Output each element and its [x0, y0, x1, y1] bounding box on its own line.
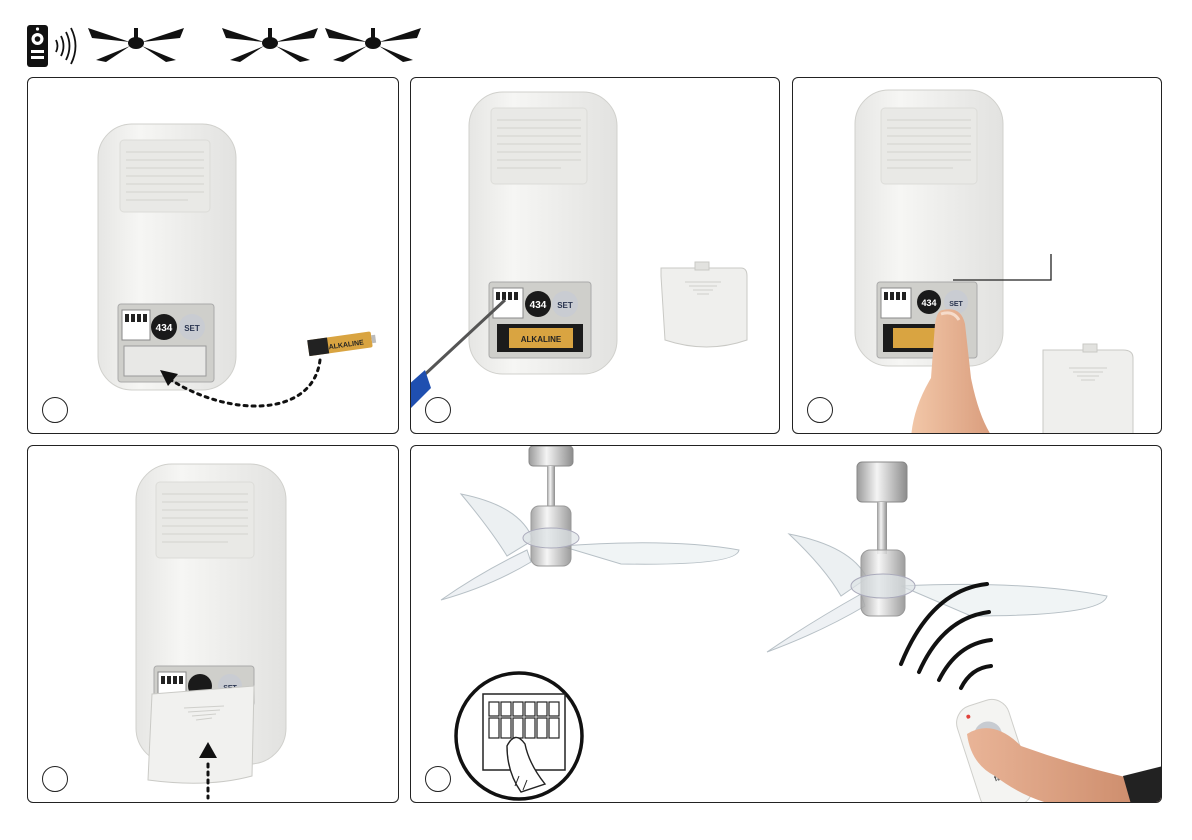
step-2-panel: ALKALINE 434 SET: [410, 77, 780, 434]
battery-cover: [1043, 344, 1133, 434]
step-5-marker: [425, 766, 451, 792]
step-5-panel: faro: [410, 445, 1162, 803]
svg-text:434: 434: [156, 323, 173, 334]
svg-text:ALKALINE: ALKALINE: [521, 335, 562, 344]
battery-cover: [148, 686, 254, 783]
remote-icon: [27, 25, 48, 67]
header-icon-bar: [0, 0, 1192, 72]
step-1-marker: [42, 397, 68, 423]
ceiling-fan-icon: [325, 28, 421, 62]
ceiling-fan-icon: [222, 28, 318, 62]
svg-text:SET: SET: [949, 301, 963, 308]
svg-text:434: 434: [921, 298, 936, 308]
step-1-panel: 434 SET ALKALINE: [27, 77, 399, 434]
ceiling-fan-icon: [88, 28, 184, 62]
svg-text:SET: SET: [557, 301, 573, 310]
svg-text:SET: SET: [184, 324, 200, 333]
svg-text:434: 434: [530, 300, 547, 311]
set-badge: SET: [552, 291, 578, 317]
step-3-marker: [807, 397, 833, 423]
code-badge: 434: [525, 291, 551, 317]
ceiling-fan: [441, 446, 739, 600]
power-switch-inset: [456, 673, 582, 799]
ceiling-fan: [767, 462, 1107, 652]
step-4-marker: [42, 766, 68, 792]
step-4-panel: SET: [27, 445, 399, 803]
step-2-marker: [425, 397, 451, 423]
battery-cover: [661, 262, 747, 347]
code-badge: 434: [917, 290, 941, 314]
code-badge: 434: [151, 314, 177, 340]
step-3-panel: 434 SET: [792, 77, 1162, 434]
signal-waves-icon: [56, 28, 76, 64]
battery: ALKALINE: [307, 331, 377, 356]
set-badge: SET: [179, 314, 205, 340]
